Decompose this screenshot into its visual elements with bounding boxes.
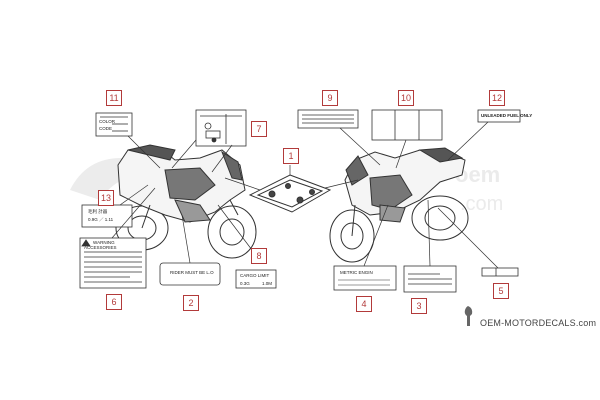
callout-11: 11 [106, 90, 122, 106]
callout-12: 12 [489, 90, 505, 106]
spartan-helmet-icon [464, 306, 473, 326]
label-4-text: METRIC ENGIN [340, 270, 373, 275]
right-motorcycle [329, 147, 469, 263]
label-11-code-text: CODE [99, 126, 113, 131]
leader-lines [111, 121, 499, 269]
callout-3: 3 [411, 298, 427, 314]
callout-10: 10 [398, 90, 414, 106]
label-13-line2: 0.9G ／ 1.11 [88, 217, 114, 222]
callout-1: 1 [283, 148, 299, 164]
label-6-warning-text: WARNING [93, 240, 115, 245]
callout-13: 13 [98, 190, 114, 206]
label-4-box [333, 265, 397, 291]
callout-5: 5 [493, 283, 509, 299]
callout-2: 2 [183, 295, 199, 311]
label-6-warning [79, 237, 147, 289]
left-motorcycle [115, 144, 257, 259]
label-4-lines [338, 279, 390, 286]
label-1-diamond [248, 174, 332, 213]
label-8-line2a: 0.3G [240, 281, 250, 286]
label-8-line2b: 1.0M [262, 281, 273, 286]
label-8-line1: CARGO LIMIT [240, 273, 270, 278]
callout-9: 9 [322, 90, 338, 106]
label-5-box [481, 267, 519, 277]
watermark-text: OEM-MOTORDECALS.com [480, 318, 597, 328]
label-3-box [403, 265, 457, 293]
label-11-color-code [95, 112, 133, 137]
label-12-box [477, 109, 521, 123]
label-12-text: UNLEADED FUEL ONLY [481, 113, 533, 118]
label-10-triptych [371, 109, 443, 141]
callout-6: 6 [106, 294, 122, 310]
callout-7: 7 [251, 121, 267, 137]
label-7-panel [195, 109, 247, 147]
label-8-box [235, 269, 277, 289]
label-6-accessories-text: ACCESSORIES [84, 245, 117, 250]
callout-8: 8 [251, 248, 267, 264]
label-11-color-text: COLOR [99, 119, 116, 124]
label-2-text: RIDER MUST BE L.O [170, 270, 214, 275]
svg-text:.com: .com [460, 193, 503, 215]
label-9-strip [297, 109, 359, 129]
label-13-line1: 毛利 計器 [88, 209, 108, 214]
callout-4: 4 [356, 296, 372, 312]
